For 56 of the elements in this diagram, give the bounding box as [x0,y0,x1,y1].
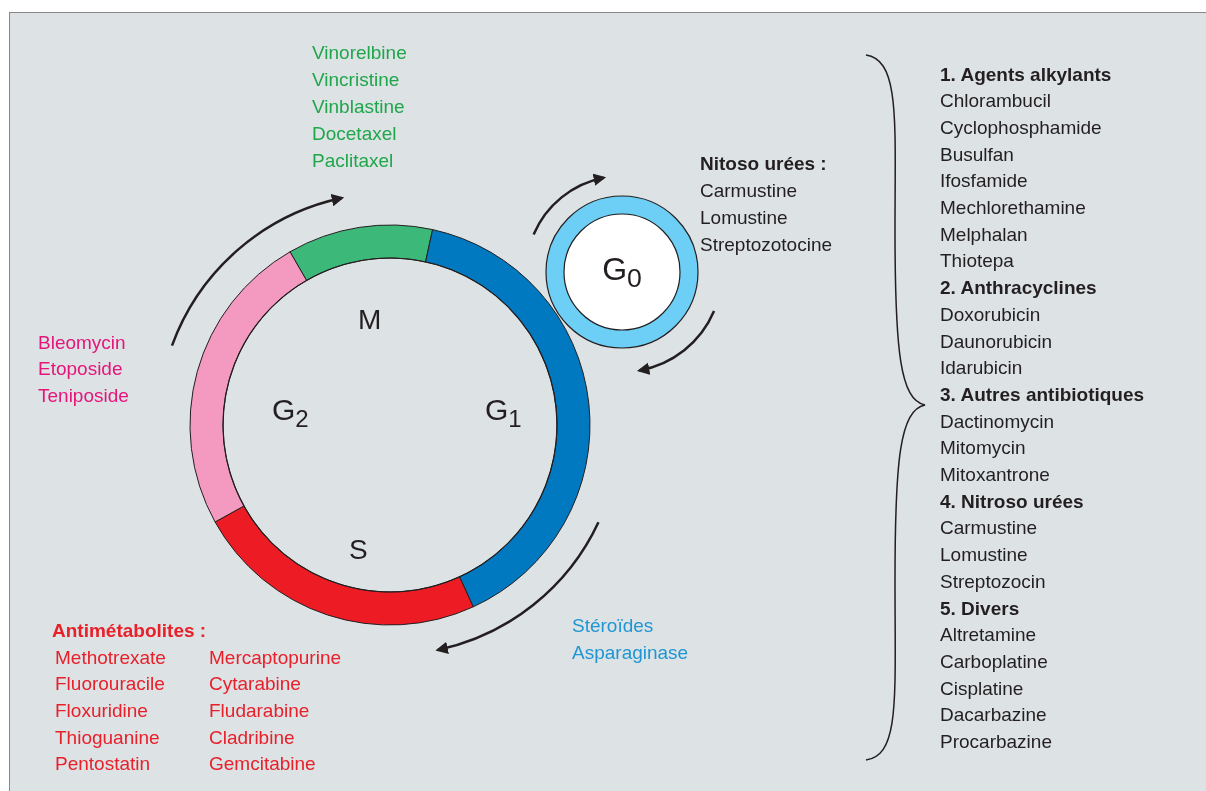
phase-label: S [349,534,368,566]
drug-name: Mercaptopurine [209,645,342,669]
drug-name: Dacarbazine [940,703,1047,727]
drug-name: Methotrexate [55,645,166,669]
drug-name: Mechlorethamine [940,196,1086,219]
drug-name: Doxorubicin [940,302,1041,326]
drug-name: Fluorouracile [55,672,165,696]
drug-name: Daunorubicin [940,329,1052,353]
drug-name: Pentostatin [55,752,151,776]
drug-name: Streptozotocine [700,232,833,256]
phase-label: G$_{1}$ [485,393,522,434]
drug-name: Busulfan [940,142,1014,166]
phase-label: G$_{2}$ [272,393,309,434]
drug-name: Fludarabine [209,698,310,722]
drug-name: Streptozocin [940,569,1046,593]
drug-name: Gemcitabine [209,752,316,776]
drug-name: Etoposide [38,357,123,380]
drug-name: Cyclophosphamide [940,115,1102,139]
drug-name: Carmustine [940,516,1038,540]
phase-circle: G$_{0}$ [545,195,699,349]
group-heading: 3. Autres antibiotiques [940,382,1145,406]
group-heading: 5. Divers [940,596,1020,620]
drug-name: Mitoxantrone [940,463,1050,486]
group-heading: Antimétabolites : [52,618,207,642]
drug-name: Altretamine [940,623,1037,647]
drug-name: Mitomycin [940,436,1026,460]
phase-label: M [358,304,382,336]
group-heading: Nitoso urées : [700,151,827,175]
drug-name: Cisplatine [940,676,1024,700]
drug-name: Bleomycin [38,330,126,354]
drug-name: Floxuridine [55,698,148,722]
drug-name: Melphalan [940,222,1028,246]
group-heading: 2. Anthracyclines [940,276,1097,300]
drug-name: Asparaginase [572,640,689,664]
drug-name: Stéroïdes [572,613,654,637]
drug-name: Carboplatine [940,649,1048,673]
drug-name: Chlorambucil [940,89,1051,113]
drug-name: Thioguanine [55,725,160,749]
group-heading: 1. Agents alkylants [940,62,1112,86]
drug-name: Idarubicin [940,356,1023,380]
drug-name: Docetaxel [312,121,397,145]
drug-name: Thiotepa [940,249,1014,273]
group-heading: 4. Nitroso urées [940,489,1084,513]
drug-name: Vinblastine [312,94,405,118]
drug-name: Paclitaxel [312,148,394,172]
drug-name: Lomustine [940,543,1028,567]
drug-name: Ifosfamide [940,169,1028,193]
drug-name: Procarbazine [940,730,1052,753]
drug-name: Cytarabine [209,672,301,696]
drug-name: Vincristine [312,67,400,91]
drug-name: Dactinomycin [940,409,1055,433]
drug-name: Vinorelbine [312,40,407,64]
drug-name: Teniposide [38,383,129,407]
drug-name: Lomustine [700,205,788,229]
drug-name: Cladribine [209,725,295,749]
drug-name: Carmustine [700,178,798,202]
